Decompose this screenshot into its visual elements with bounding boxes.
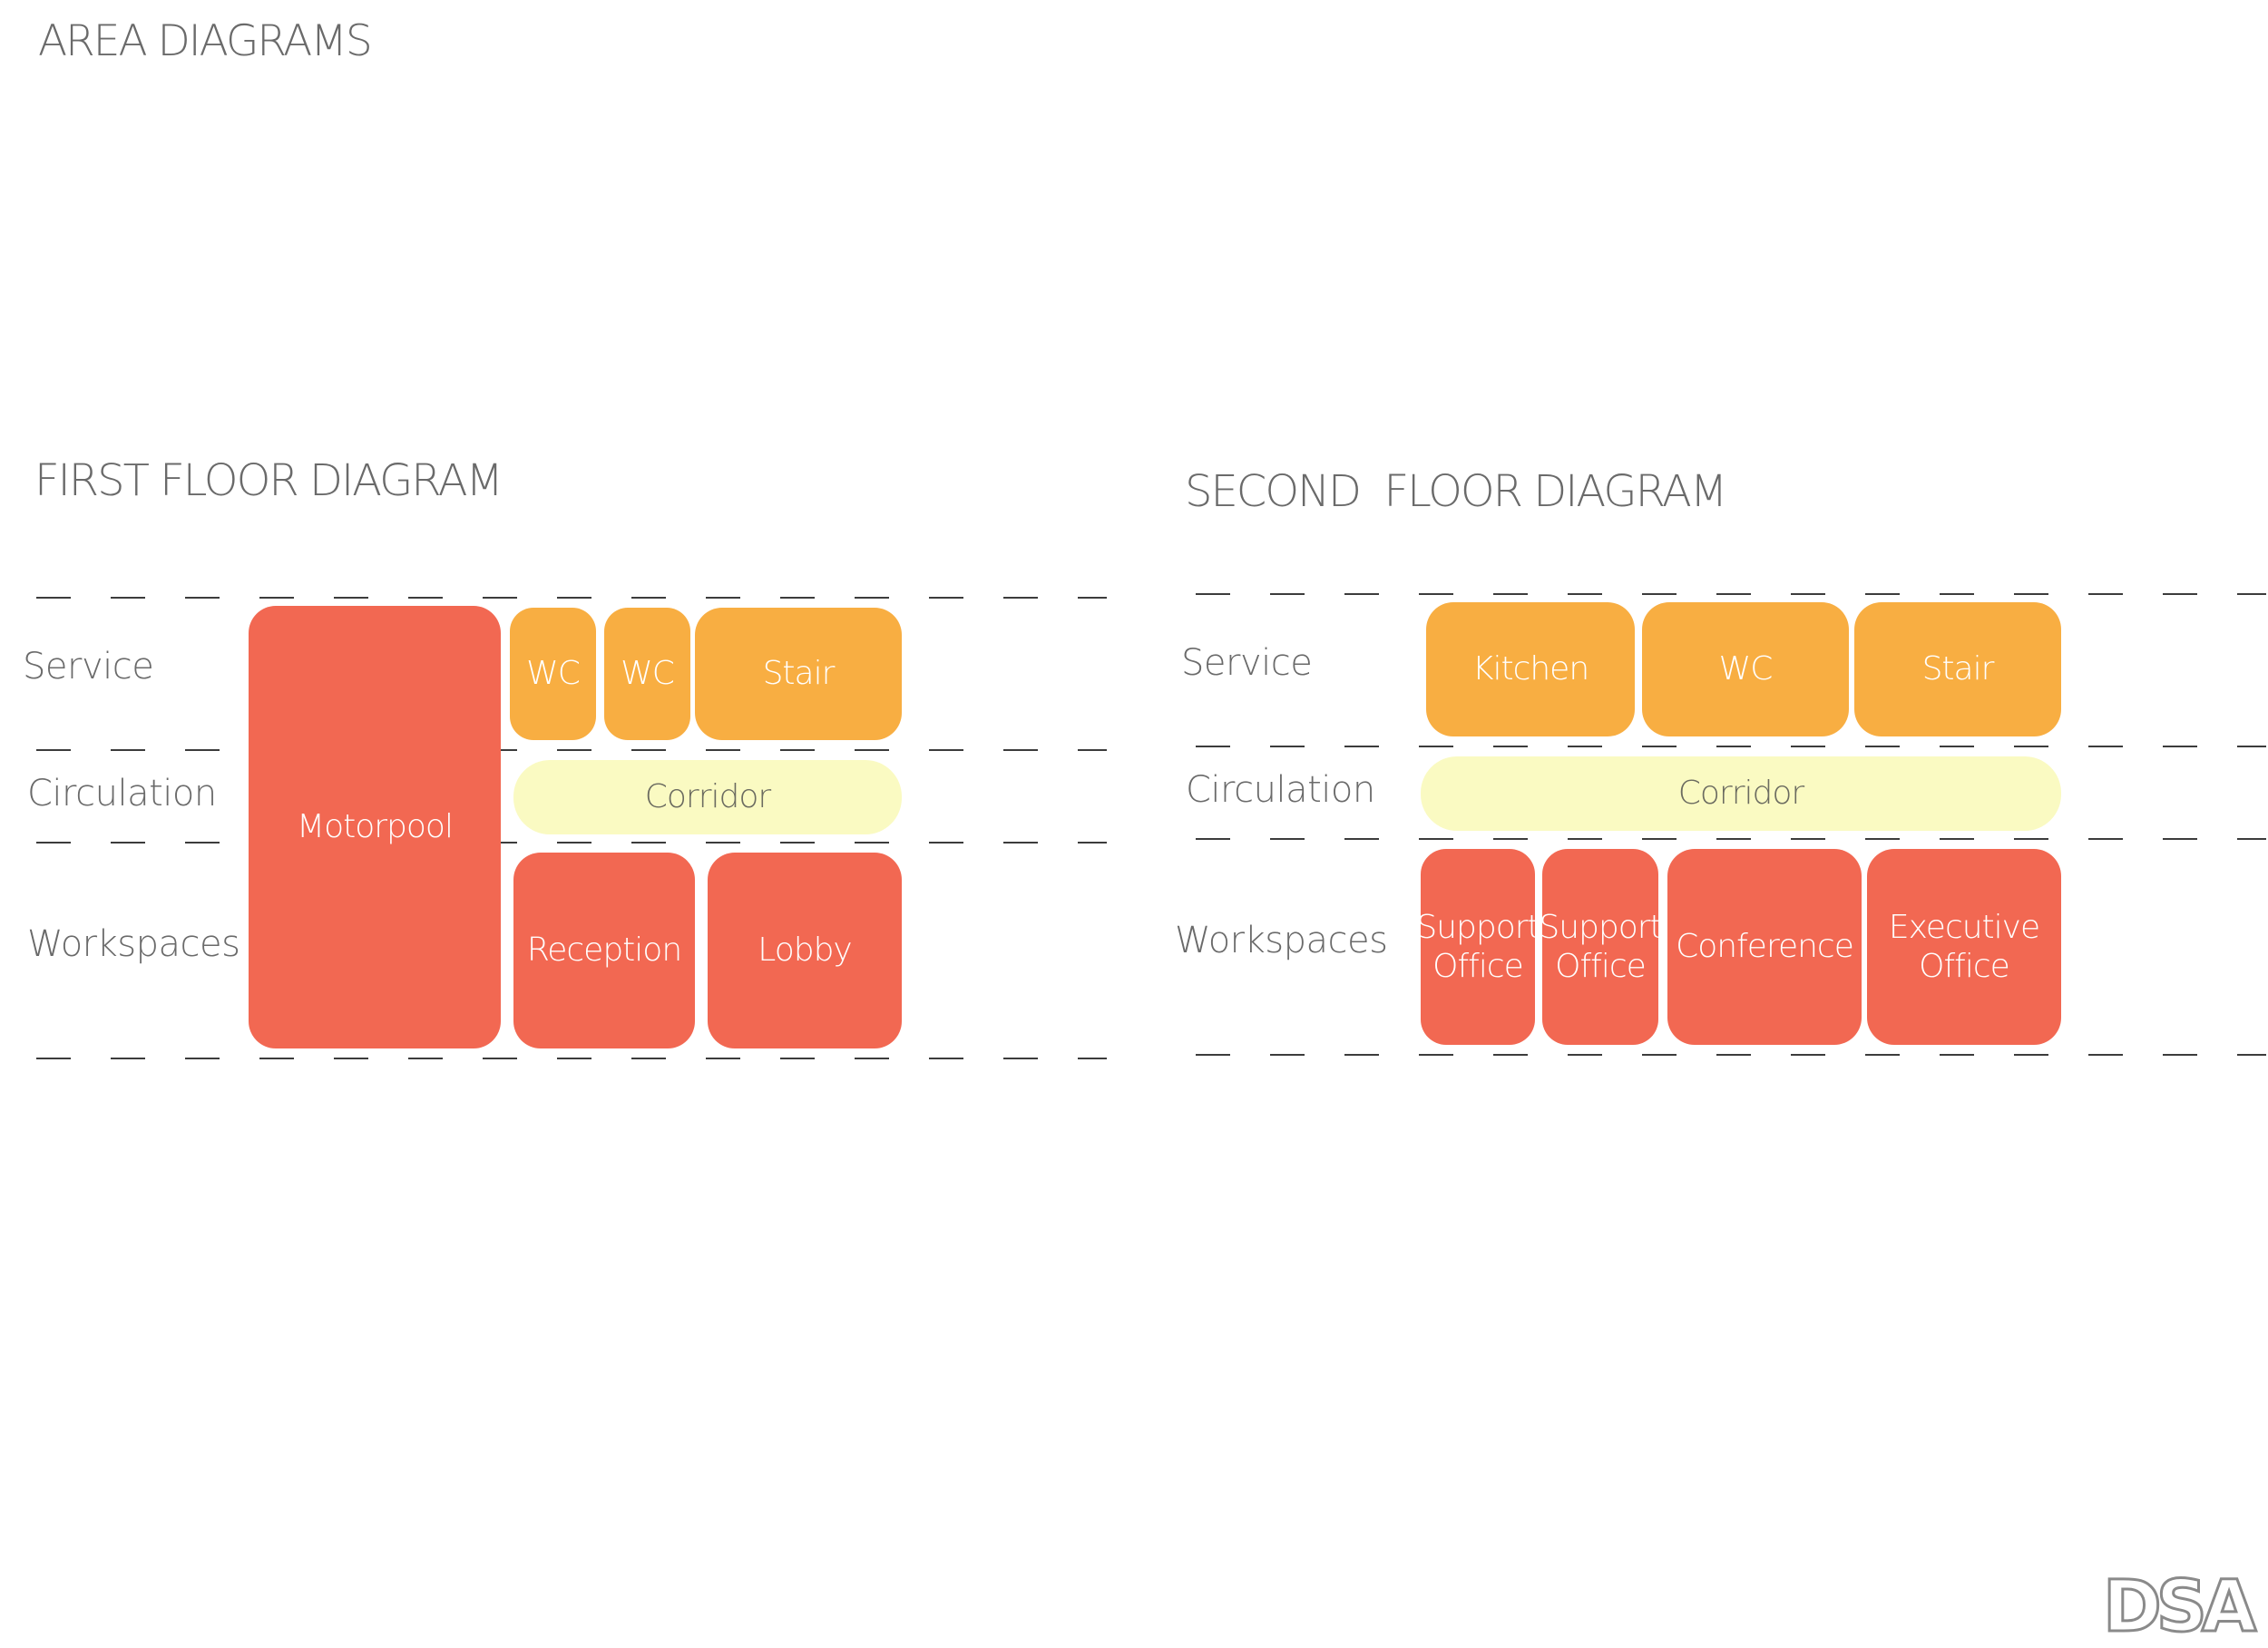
second-floor-dash-circulation-workspace — [1196, 838, 2266, 840]
first-floor-row-label-circulation: Circulation — [27, 773, 217, 814]
room-stair: Stair — [1854, 602, 2061, 736]
room-wc-2: WC — [604, 608, 690, 740]
room-wc: WC — [1642, 602, 1849, 736]
first-floor-dash-bottom — [36, 1058, 1107, 1059]
room-corridor: Corridor — [1421, 756, 2061, 831]
first-floor-row-label-service: Service — [23, 646, 154, 687]
room-conference: Conference — [1667, 849, 1862, 1045]
room-motorpool: Motorpool — [249, 606, 501, 1048]
second-floor-row-label-circulation: Circulation — [1186, 769, 1375, 811]
room-stair: Stair — [695, 608, 902, 740]
first-floor-dash-service-circulation — [36, 749, 1107, 751]
second-floor-dash-bottom — [1196, 1054, 2266, 1056]
room-wc-1: WC — [510, 608, 596, 740]
second-floor-dash-service-circulation — [1196, 746, 2266, 747]
second-floor-row-label-workspaces: Workspaces — [1175, 920, 1388, 961]
first-floor-row-label-workspaces: Workspaces — [27, 923, 240, 965]
second-floor-title: SECOND FLOOR DIAGRAM — [1185, 466, 1727, 517]
second-floor-row-label-service: Service — [1181, 642, 1313, 684]
dsa-logo: DSA — [2101, 1566, 2257, 1648]
first-floor-dash-top — [36, 597, 1107, 599]
room-corridor: Corridor — [513, 760, 902, 834]
first-floor-title: FIRST FLOOR DIAGRAM — [34, 455, 503, 506]
room-reception: Reception — [513, 853, 695, 1048]
room-executive-office: Executive Office — [1867, 849, 2061, 1045]
first-floor-dash-circulation-workspace — [36, 842, 1107, 844]
room-kitchen: Kitchen — [1426, 602, 1635, 736]
second-floor-dash-top — [1196, 593, 2266, 595]
room-lobby: Lobby — [708, 853, 902, 1048]
page-title: AREA DIAGRAMS — [38, 16, 373, 66]
room-support-office-2: Support Office — [1542, 849, 1658, 1045]
room-support-office-1: Support Office — [1421, 849, 1535, 1045]
